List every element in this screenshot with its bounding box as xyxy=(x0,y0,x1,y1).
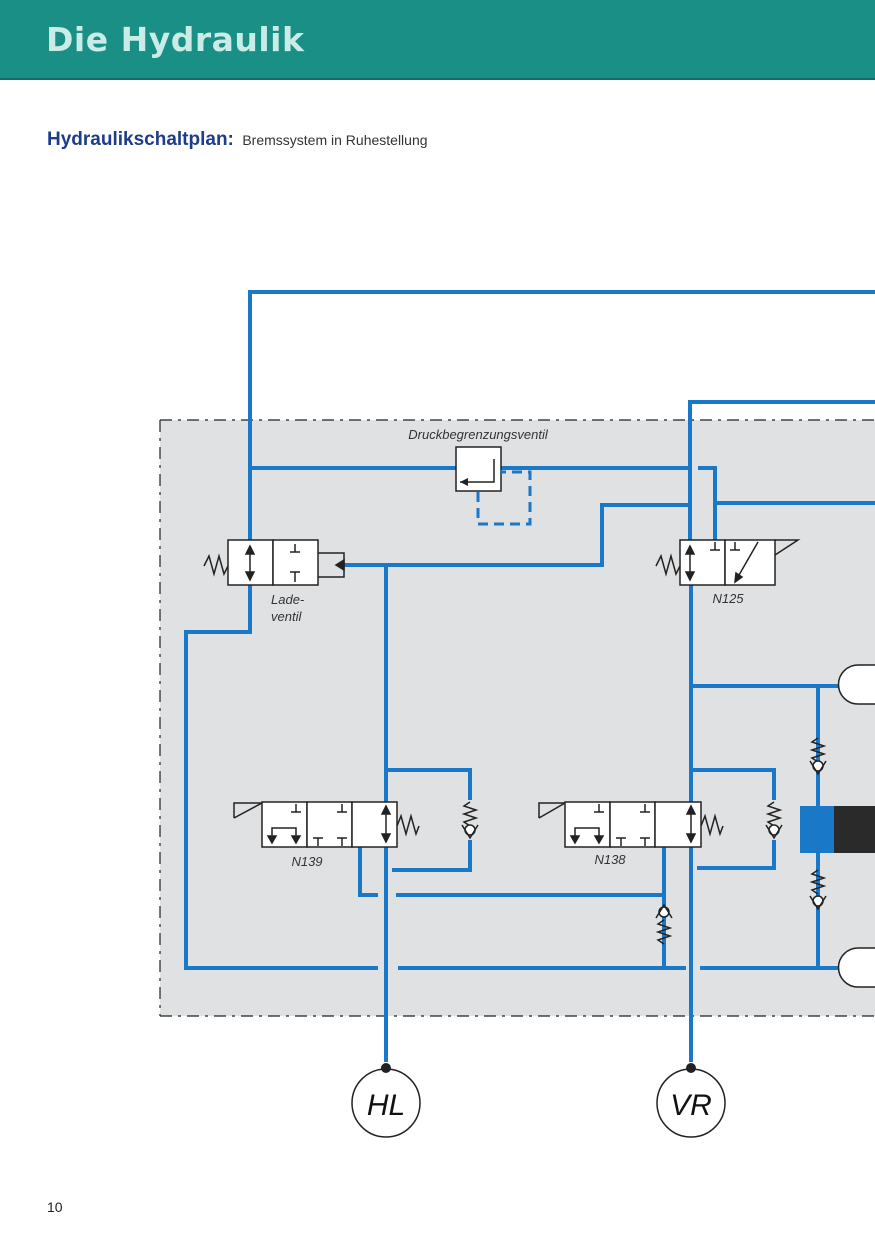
line-n139-bypass xyxy=(386,768,472,800)
piston-dark xyxy=(834,806,875,853)
line-left-return xyxy=(184,584,378,970)
piston-blue xyxy=(800,806,834,853)
line-top-main xyxy=(248,290,875,540)
subheading-text: Bremssystem in Ruhestellung xyxy=(242,132,428,148)
charge-valve xyxy=(203,539,345,586)
accumulator-upper xyxy=(837,664,875,705)
check-valve-n138 xyxy=(765,801,783,840)
port-vr: VR xyxy=(656,1063,726,1138)
port-hl: HL xyxy=(351,1063,421,1138)
line-n139-check xyxy=(392,840,472,872)
page-number: 10 xyxy=(47,1199,63,1215)
pressure-relief-valve xyxy=(455,446,532,526)
header-band: Die Hydraulik xyxy=(0,0,875,80)
check-valve-return xyxy=(655,903,673,945)
check-valve-n139 xyxy=(461,801,479,840)
valve-n125 xyxy=(655,539,801,586)
hydraulic-lines xyxy=(184,290,875,1062)
charge-valve-label-line1: Lade- xyxy=(271,592,305,607)
valve-n139-label: N139 xyxy=(291,854,322,869)
valve-block-housing xyxy=(160,420,875,1016)
accumulators xyxy=(800,664,875,988)
line-n125-port xyxy=(698,466,717,540)
valve-n125-label: N125 xyxy=(712,591,744,606)
port-vr-label: VR xyxy=(670,1089,712,1122)
line-charge-pilot xyxy=(344,503,688,567)
valve-n138-label: N138 xyxy=(594,852,626,867)
port-hl-label: HL xyxy=(367,1089,405,1122)
valve-n138 xyxy=(538,801,724,848)
subheading-label: Hydraulikschaltplan: xyxy=(47,129,234,150)
line-n138-check xyxy=(697,840,776,870)
accumulator-lower xyxy=(837,947,875,988)
check-valve-lower xyxy=(809,869,827,911)
subheading: Hydraulikschaltplan: Bremssystem in Ruhe… xyxy=(47,129,428,151)
line-n138-bypass xyxy=(691,768,776,800)
valve-block-outline xyxy=(159,419,875,1017)
line-n125-supply xyxy=(688,400,875,540)
check-valves xyxy=(461,737,827,945)
valve-n139 xyxy=(233,801,420,848)
page-title: Die Hydraulik xyxy=(46,20,305,59)
check-valve-upper xyxy=(809,737,827,776)
pressure-relief-valve-label: Druckbegrenzungsventil xyxy=(408,427,549,442)
charge-valve-label-line2: ventil xyxy=(271,609,302,624)
